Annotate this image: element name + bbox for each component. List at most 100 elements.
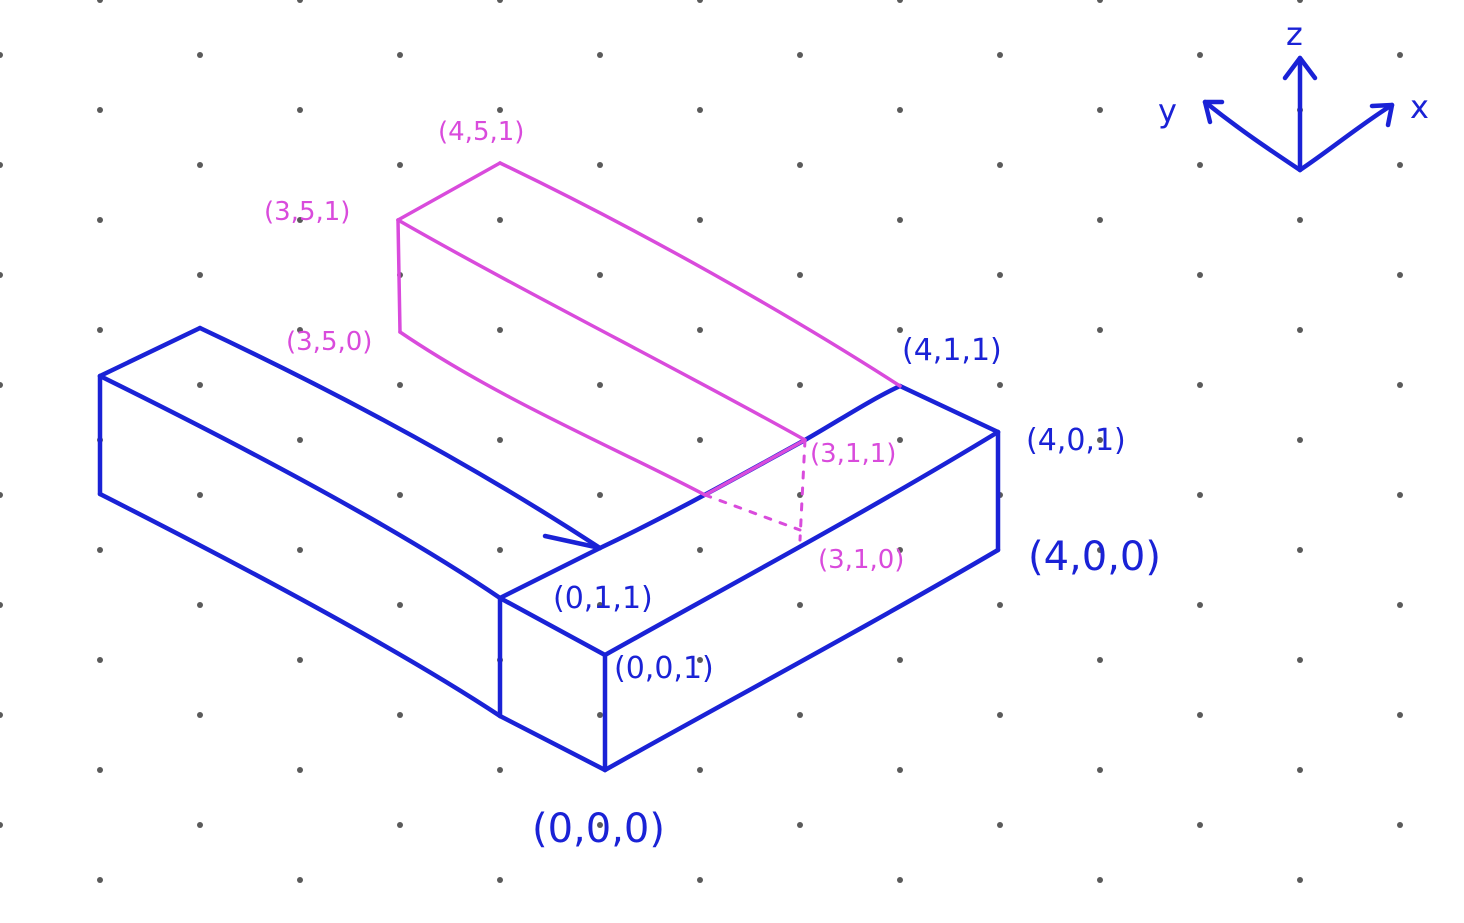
grid-dot: [697, 0, 703, 3]
grid-dot: [1297, 0, 1303, 3]
edge-front-bottom-right: [602, 547, 1001, 773]
grid-dot: [1097, 437, 1103, 443]
label-4-0-0: (4,0,0): [1028, 534, 1161, 580]
grid-dot: [797, 162, 803, 168]
grid-dot: [697, 657, 703, 663]
grid-dot: [1297, 327, 1303, 333]
label-4-5-1: (4,5,1): [438, 117, 524, 147]
grid-dot: [1297, 217, 1303, 223]
grid-dot: [197, 602, 203, 608]
edge-bottom-long: [97, 491, 503, 719]
grid-dot: [1397, 602, 1403, 608]
grid-dot: [297, 767, 303, 773]
pink-hidden-vertical: [798, 438, 807, 542]
grid-dot: [1197, 162, 1203, 168]
pink-top-front-long: [396, 218, 807, 442]
grid-dot: [1397, 822, 1403, 828]
grid-dot: [297, 657, 303, 663]
grid-dot: [397, 602, 403, 608]
grid-dot: [1197, 52, 1203, 58]
coordinate-labels: (4,5,1) (3,5,1) (3,5,0) (3,1,1) (3,1,0) …: [264, 117, 1161, 852]
label-3-5-1: (3,5,1): [264, 197, 350, 227]
y-axis-label: y: [1158, 92, 1177, 130]
grid-dot: [597, 602, 603, 608]
grid-dot: [497, 547, 503, 553]
grid-dot: [1297, 877, 1303, 883]
z-axis-arrowhead: [1282, 55, 1318, 81]
label-3-5-0: (3,5,0): [286, 327, 372, 357]
pink-hidden-bottom: [703, 493, 802, 532]
grid-dot: [897, 0, 903, 3]
grid-dot: [197, 822, 203, 828]
grid-dot: [97, 217, 103, 223]
grid-dot: [997, 52, 1003, 58]
grid-dot: [1397, 382, 1403, 388]
grid-dot: [397, 822, 403, 828]
axes-icon: z y x: [1158, 15, 1429, 173]
grid-dot: [1397, 52, 1403, 58]
grid-dot: [597, 712, 603, 718]
label-0-0-1: (0,0,1): [614, 651, 714, 686]
grid-dot: [0, 712, 3, 718]
label-0-1-1: (0,1,1): [553, 581, 653, 616]
grid-dot: [697, 877, 703, 883]
grid-dot: [0, 602, 3, 608]
grid-dot: [0, 492, 3, 498]
grid-dot: [897, 107, 903, 113]
grid-dot: [697, 107, 703, 113]
edge-top-outer-long: [197, 325, 603, 551]
grid-dot: [97, 107, 103, 113]
grid-dot: [1097, 107, 1103, 113]
grid-dot: [797, 272, 803, 278]
grid-dot: [197, 712, 203, 718]
grid-dot: [597, 272, 603, 278]
grid-dot: [197, 52, 203, 58]
grid-dot: [697, 327, 703, 333]
grid-dot: [1397, 162, 1403, 168]
grid-dot: [1297, 657, 1303, 663]
grid-dot: [0, 162, 3, 168]
grid-dot: [997, 162, 1003, 168]
label-3-1-0: (3,1,0): [818, 545, 904, 575]
grid-dot: [1197, 272, 1203, 278]
grid-dot: [0, 52, 3, 58]
grid-dot: [0, 272, 3, 278]
grid-dot: [697, 767, 703, 773]
edge-front-top-right: [602, 429, 1001, 658]
grid-dot: [1197, 602, 1203, 608]
y-axis-line: [1202, 99, 1303, 173]
grid-dot: [1197, 492, 1203, 498]
grid-dot: [497, 107, 503, 113]
grid-dot: [897, 657, 903, 663]
grid-dot: [1197, 822, 1203, 828]
grid-dot: [297, 877, 303, 883]
grid-dot: [397, 52, 403, 58]
pink-bottom-long: [398, 330, 707, 497]
grid-dot: [997, 712, 1003, 718]
grid-dot: [1297, 767, 1303, 773]
edge-back-left-top: [97, 325, 203, 379]
grid-dot: [397, 382, 403, 388]
grid-dot: [197, 162, 203, 168]
grid-dot: [97, 547, 103, 553]
label-0-0-0: (0,0,0): [532, 806, 665, 852]
grid-dot: [897, 547, 903, 553]
grid-dot: [197, 492, 203, 498]
grid-dot: [897, 767, 903, 773]
grid-dot: [1397, 712, 1403, 718]
grid-dot: [597, 162, 603, 168]
grid-dot: [1097, 0, 1103, 3]
grid-dot: [997, 382, 1003, 388]
grid-dot: [897, 327, 903, 333]
grid-dot: [1197, 712, 1203, 718]
grid-dot: [797, 382, 803, 388]
grid-dot: [0, 822, 3, 828]
pink-vertical: [396, 218, 402, 334]
grid-dot: [1097, 217, 1103, 223]
pink-top-back-long: [498, 161, 902, 388]
grid-dot: [597, 52, 603, 58]
grid-dot: [597, 492, 603, 498]
grid-dot: [97, 0, 103, 3]
x-axis-arrowhead: [1369, 102, 1395, 128]
x-axis-label: x: [1410, 88, 1429, 126]
